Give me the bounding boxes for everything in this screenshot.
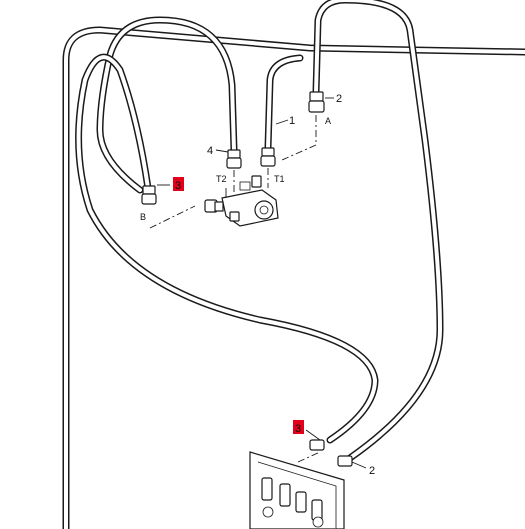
bottom-valve-panel bbox=[249, 439, 353, 529]
hose-2 bbox=[312, 0, 444, 462]
svg-text:3: 3 bbox=[175, 180, 181, 192]
center-lines bbox=[149, 115, 321, 463]
callout-1: 1 bbox=[289, 115, 295, 127]
port-b-label: B bbox=[140, 212, 146, 222]
port-t2-label: T2 bbox=[216, 174, 227, 184]
callout-3-bottom: 3 bbox=[293, 420, 304, 435]
callout-2-bottom: 2 bbox=[369, 465, 375, 477]
port-t1-label: T1 bbox=[274, 174, 285, 184]
hose-4 bbox=[96, 16, 238, 194]
valve-block bbox=[204, 175, 279, 227]
callout-3-left: 3 bbox=[173, 177, 184, 192]
callout-2-top: 2 bbox=[336, 93, 342, 105]
leader-lines bbox=[157, 97, 367, 469]
fitting-4 bbox=[226, 149, 242, 169]
port-a-label: A bbox=[325, 116, 331, 126]
callout-4: 4 bbox=[207, 145, 213, 157]
fitting-a bbox=[308, 91, 325, 113]
hose-1 bbox=[264, 54, 304, 152]
svg-text:3: 3 bbox=[295, 423, 301, 435]
outer-frame-hose bbox=[62, 26, 525, 529]
fitting-b bbox=[141, 185, 157, 205]
fitting-1 bbox=[260, 147, 276, 167]
hose-3-long bbox=[75, 53, 379, 444]
